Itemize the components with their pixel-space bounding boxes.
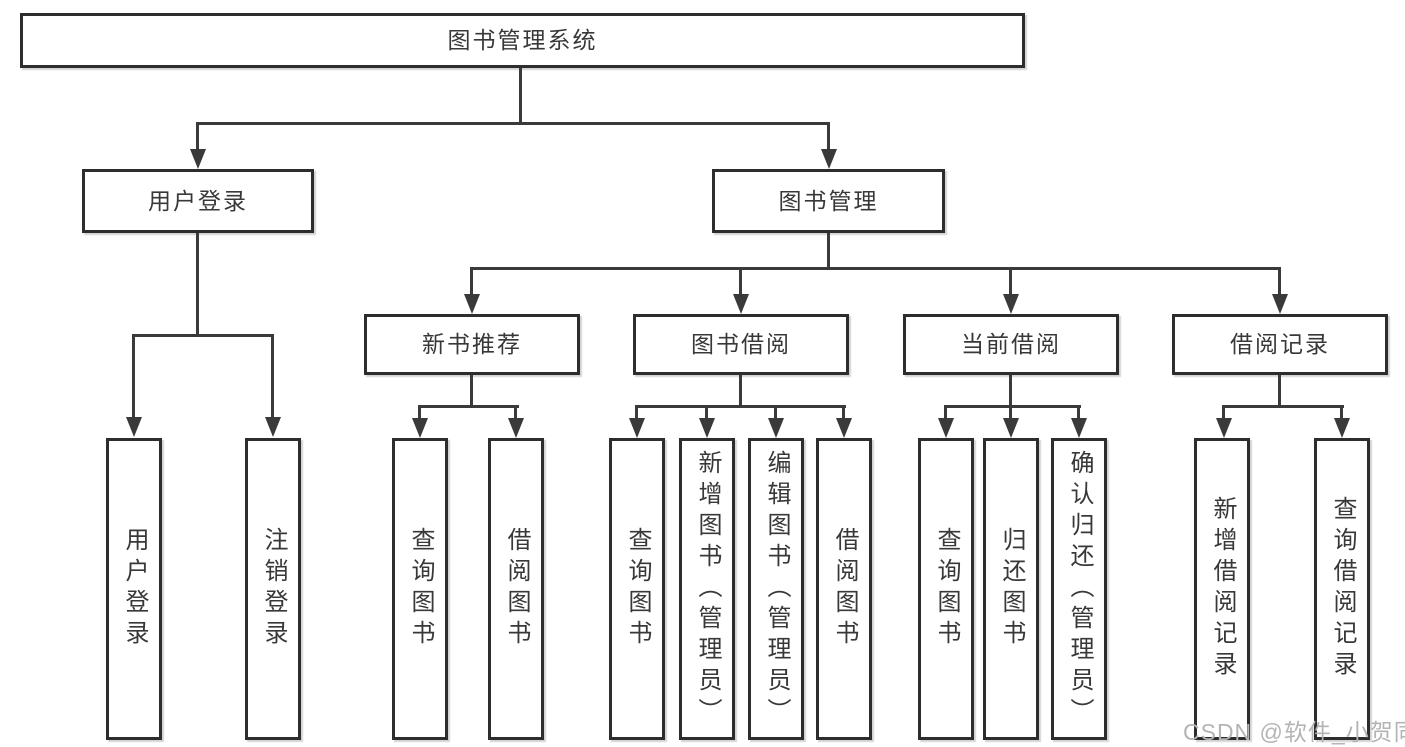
leaf-query-books-current: 查询图书 <box>918 438 974 740</box>
leaf-logout: 注销登录 <box>245 438 301 740</box>
leaf-user-login: 用户登录 <box>106 438 162 740</box>
connector-line <box>1009 267 1012 295</box>
connector-line <box>739 375 742 408</box>
arrow-down-icon <box>464 294 480 314</box>
arrow-down-icon <box>508 418 524 438</box>
connector-line <box>132 334 135 419</box>
connector-line <box>705 405 708 419</box>
connector-line <box>196 122 830 125</box>
connector-line <box>842 405 845 419</box>
arrow-down-icon <box>190 149 206 169</box>
leaf-borrow-books-borrowing: 借阅图书 <box>816 438 872 740</box>
arrow-down-icon <box>412 418 428 438</box>
leaf-return-books: 归还图书 <box>983 438 1039 740</box>
node-book-borrowing: 图书借阅 <box>633 314 849 375</box>
connector-line <box>1278 267 1281 295</box>
arrow-down-icon <box>629 418 645 438</box>
node-root-library-system: 图书管理系统 <box>20 13 1025 68</box>
node-book-management: 图书管理 <box>712 169 945 233</box>
connector-line <box>1340 405 1343 419</box>
arrow-down-icon <box>1071 418 1087 438</box>
csdn-watermark: CSDN @软件_小贺同学 <box>1183 719 1405 745</box>
arrow-down-icon <box>1003 418 1019 438</box>
leaf-add-borrow-record: 新增借阅记录 <box>1194 438 1250 740</box>
connector-line <box>271 334 274 419</box>
arrow-down-icon <box>699 418 715 438</box>
arrow-down-icon <box>1003 294 1019 314</box>
connector-line <box>774 405 777 419</box>
leaf-edit-books-admin: 编辑图书（管理员） <box>748 438 804 740</box>
leaf-query-books-recommend: 查询图书 <box>392 438 448 740</box>
connector-line <box>519 68 522 124</box>
connector-line <box>635 405 846 408</box>
connector-line <box>1222 405 1225 419</box>
arrow-down-icon <box>733 294 749 314</box>
connector-line <box>196 233 199 337</box>
node-borrowing-records: 借阅记录 <box>1172 314 1388 375</box>
connector-line <box>418 405 421 419</box>
connector-line <box>1077 405 1080 419</box>
arrow-down-icon <box>265 417 281 437</box>
leaf-query-borrow-record: 查询借阅记录 <box>1314 438 1370 740</box>
connector-line <box>470 267 1281 270</box>
arrow-down-icon <box>938 418 954 438</box>
node-user-login: 用户登录 <box>82 169 314 233</box>
arrow-down-icon <box>768 418 784 438</box>
connector-line <box>196 122 199 152</box>
connector-line <box>739 267 742 295</box>
connector-line <box>635 405 638 419</box>
connector-line <box>944 405 947 419</box>
arrow-down-icon <box>126 417 142 437</box>
arrow-down-icon <box>1272 294 1288 314</box>
connector-line <box>470 375 473 408</box>
leaf-add-books-admin: 新增图书（管理员） <box>679 438 735 740</box>
arrow-down-icon <box>1334 418 1350 438</box>
connector-line <box>944 405 1081 408</box>
connector-line <box>132 334 274 337</box>
connector-line <box>827 122 830 152</box>
node-current-borrowing: 当前借阅 <box>903 314 1119 375</box>
connector-line <box>827 233 830 270</box>
arrow-down-icon <box>1216 418 1232 438</box>
connector-line <box>418 405 519 408</box>
leaf-borrow-books-recommend: 借阅图书 <box>488 438 544 740</box>
leaf-query-books-borrowing: 查询图书 <box>609 438 665 740</box>
connector-line <box>1222 405 1344 408</box>
connector-line <box>1278 375 1281 408</box>
arrow-down-icon <box>836 418 852 438</box>
connector-line <box>1009 375 1012 408</box>
connector-line <box>514 405 517 419</box>
leaf-confirm-return-admin: 确认归还（管理员） <box>1051 438 1107 740</box>
connector-line <box>470 267 473 295</box>
node-new-book-recommend: 新书推荐 <box>364 314 580 375</box>
connector-line <box>1009 405 1012 419</box>
arrow-down-icon <box>821 149 837 169</box>
